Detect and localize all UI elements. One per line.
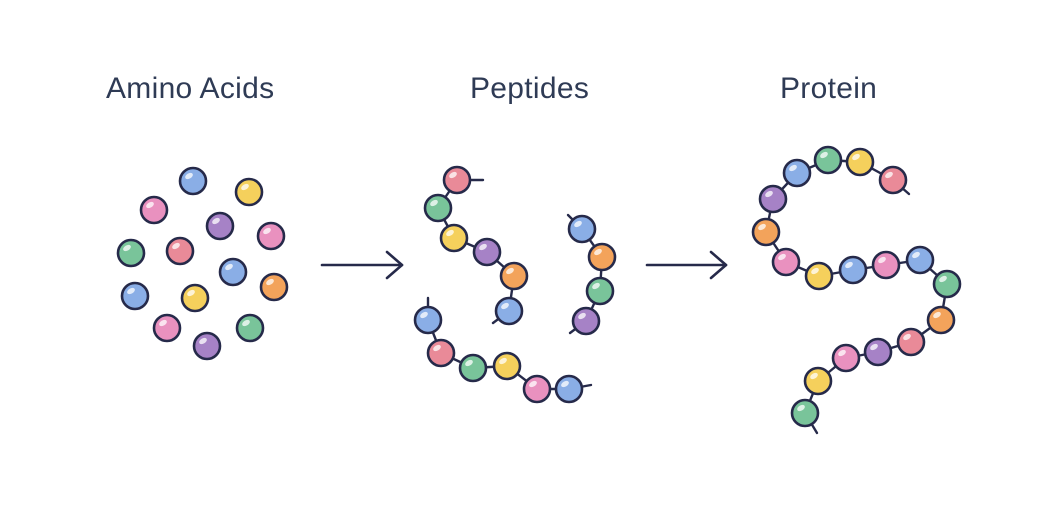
amino-acid-bead	[845, 147, 875, 177]
amino-acid-bead	[234, 177, 264, 207]
amino-acid-bead	[218, 257, 248, 287]
amino-acid-bead	[782, 158, 812, 188]
amino-acid-bead	[235, 313, 265, 343]
protein-label: Protein	[780, 72, 878, 105]
amino-acid-bead	[554, 374, 584, 404]
amino-acid-bead	[831, 343, 861, 373]
amino-acid-bead	[139, 195, 169, 225]
amino-acid-bead	[458, 353, 488, 383]
amino-acid-bead	[804, 261, 834, 291]
protein-chain	[751, 145, 962, 435]
amino-acid-bead	[442, 165, 472, 195]
peptides-label: Peptides	[470, 72, 590, 105]
amino-acid-bead	[522, 374, 552, 404]
amino-acid-bead	[838, 255, 868, 285]
amino-acid-bead	[790, 398, 820, 428]
amino-acid-bead	[585, 276, 615, 306]
peptide-chain-1	[423, 165, 529, 326]
amino-acid-bead	[439, 223, 469, 253]
amino-acid-bead	[932, 269, 962, 299]
amino-acid-bead	[256, 221, 286, 251]
amino-acid-bead	[813, 145, 843, 175]
amino-acid-bead	[803, 366, 833, 396]
peptide-chain-2	[566, 213, 617, 336]
amino-acid-bead	[180, 283, 210, 313]
amino-acid-bead	[567, 214, 597, 244]
peptide-chain-3	[413, 296, 593, 404]
amino-acid-bead	[905, 245, 935, 275]
arrow-head	[709, 250, 728, 280]
amino-acids-label: Amino Acids	[106, 72, 275, 105]
amino-acid-bead	[771, 247, 801, 277]
amino-acid-bead	[178, 166, 208, 196]
amino-acid-bead	[863, 337, 893, 367]
amino-acid-bead	[492, 351, 522, 381]
amino-acid-bead	[120, 281, 150, 311]
amino-acid-bead	[472, 237, 502, 267]
amino-acid-bead	[192, 331, 222, 361]
amino-acid-bead	[758, 184, 788, 214]
amino-acid-bead	[871, 250, 901, 280]
amino-acid-bead	[413, 305, 443, 335]
arrow-amino-to-peptides	[320, 250, 404, 280]
protein-bead-chain	[751, 145, 962, 435]
amino-acid-bead	[896, 327, 926, 357]
amino-acid-bead	[751, 217, 781, 247]
amino-acid-bead	[165, 236, 195, 266]
amino-acid-bead	[116, 238, 146, 268]
amino-acid-bead	[259, 272, 289, 302]
amino-acid-bead	[205, 211, 235, 241]
amino-acid-bead	[587, 242, 617, 272]
amino-acid-bead	[878, 165, 908, 195]
amino-acids-cluster	[116, 166, 289, 361]
amino-acid-bead	[494, 296, 524, 326]
amino-acid-bead	[423, 193, 453, 223]
amino-acid-bead	[152, 313, 182, 343]
amino-acid-bead	[926, 305, 956, 335]
amino-acid-bead	[499, 261, 529, 291]
amino-acid-bead	[571, 306, 601, 336]
arrow-head	[385, 250, 404, 280]
peptides-group	[413, 165, 617, 404]
arrow-peptides-to-protein	[645, 250, 728, 280]
amino-acid-bead	[426, 338, 456, 368]
